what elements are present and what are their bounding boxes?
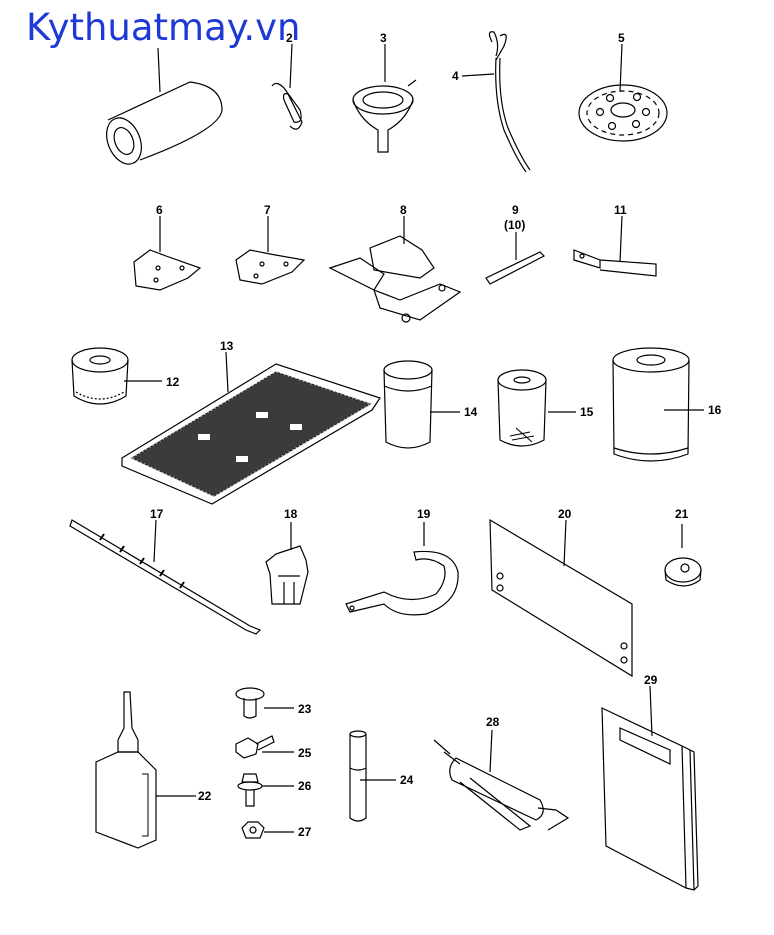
callout-9: 9	[512, 203, 519, 217]
callout-labels: 2 3 4 5 6 7 8 9 (10) 11 12 13 14 15 16 1…	[150, 31, 722, 839]
callout-13: 13	[220, 339, 234, 353]
part-12-oil-filter	[71, 347, 162, 405]
callout-10: (10)	[504, 218, 525, 232]
part-20-flat-panel	[489, 518, 633, 678]
callout-15: 15	[580, 405, 594, 419]
part-4-dipstick	[461, 31, 531, 173]
callout-4: 4	[452, 69, 459, 83]
watermark-brand: Kythuatmay.vn	[26, 6, 301, 49]
callout-22: 22	[198, 789, 212, 803]
callout-18: 18	[284, 507, 298, 521]
part-11-lever	[573, 215, 657, 277]
part-14-fuel-filter	[383, 360, 460, 449]
callout-28: 28	[486, 715, 500, 729]
callout-8: 8	[400, 203, 407, 217]
part-27-nut	[241, 821, 294, 839]
part-17-threaded-rod	[69, 519, 262, 635]
callout-2: 2	[286, 31, 293, 45]
part-5-sprocket	[578, 43, 668, 142]
part-2-hair-pin	[271, 43, 303, 130]
part-23-rivet	[235, 687, 294, 719]
callout-26: 26	[298, 779, 312, 793]
callout-17: 17	[150, 507, 164, 521]
part-1-cylinder-filter	[106, 47, 223, 165]
part-9-strip	[485, 232, 546, 285]
callout-3: 3	[380, 31, 387, 45]
part-26-flange-bolt	[237, 773, 294, 807]
part-22-oil-bottle	[95, 691, 196, 849]
callout-6: 6	[156, 203, 163, 217]
callout-24: 24	[400, 773, 414, 787]
part-21-cap-nut	[664, 524, 702, 587]
callout-20: 20	[558, 507, 572, 521]
part-29-manual-book	[601, 685, 699, 891]
callout-27: 27	[298, 825, 312, 839]
callout-19: 19	[417, 507, 431, 521]
part-16-filter-cartridge	[612, 347, 704, 462]
part-7-plate	[235, 216, 306, 285]
callout-23: 23	[298, 702, 312, 716]
callout-14: 14	[464, 405, 478, 419]
part-25-bolt	[235, 735, 294, 759]
part-18-connector	[265, 522, 309, 605]
callout-12: 12	[166, 375, 180, 389]
callout-16: 16	[708, 403, 722, 417]
part-8-knife-guard	[328, 216, 462, 323]
part-19-filter-wrench	[345, 522, 459, 616]
callout-21: 21	[675, 507, 689, 521]
part-24-pipe	[349, 730, 396, 822]
callout-29: 29	[644, 673, 658, 687]
callout-25: 25	[298, 746, 312, 760]
part-28-grease-gun	[433, 729, 570, 831]
part-3-funnel	[352, 44, 417, 153]
part-15-mesh-filter	[497, 369, 576, 447]
part-13-perforated-plate	[121, 351, 381, 505]
callout-5: 5	[618, 31, 625, 45]
part-6-plate	[133, 216, 202, 291]
callout-11: 11	[614, 203, 627, 217]
callout-7: 7	[264, 203, 271, 217]
